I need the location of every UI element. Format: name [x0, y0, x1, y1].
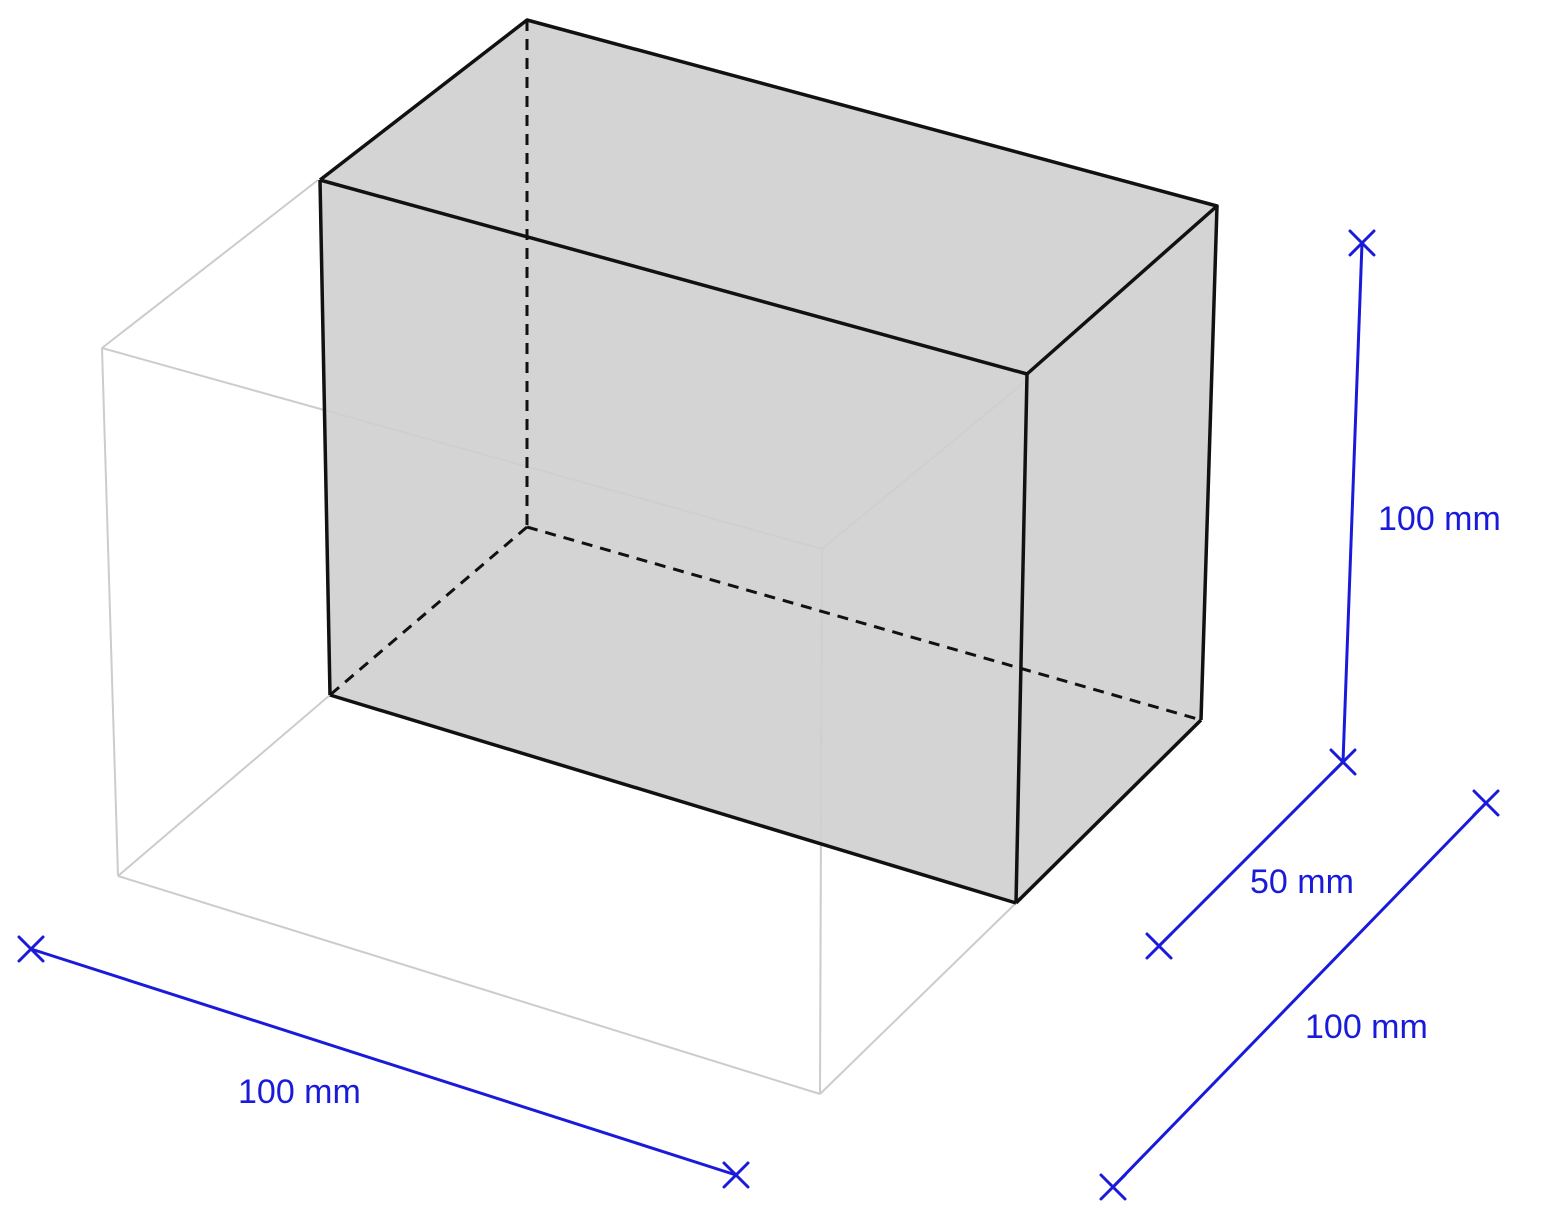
- box-edge-front-left: [318, 179, 332, 696]
- box-side-face: [1016, 206, 1217, 903]
- depth-outer-dimension-line: [1111, 801, 1488, 1189]
- hidden-edges: [329, 20, 1202, 722]
- box-edge-bottom-front: [329, 693, 1017, 905]
- inner-box-faces: [320, 20, 1217, 903]
- box-edge-back-right: [1199, 205, 1219, 721]
- visible-edges: [318, 18, 1219, 905]
- hidden-edge-width: [526, 525, 1202, 722]
- depth-outer-dimension-label: 100 mm: [1305, 1008, 1428, 1046]
- depth-outer-dimension-bottom-cross-icon: [1099, 1173, 1127, 1201]
- width-dimension-label: 100 mm: [238, 1073, 361, 1111]
- height-dimension-label: 100 mm: [1378, 500, 1501, 538]
- outer-box-edge: [117, 694, 331, 877]
- depth-outer-dimension-top-cross-icon: [1472, 789, 1500, 817]
- box-edge-bottom-side: [1014, 718, 1203, 905]
- box-top-face: [320, 20, 1217, 374]
- hidden-edge-depth: [329, 525, 528, 697]
- dimension-lines: [17, 229, 1500, 1201]
- outer-box-edge: [101, 179, 319, 349]
- outer-box-edge: [101, 347, 119, 877]
- width-dimension-left-cross-icon: [17, 935, 45, 963]
- outer-box-edge: [117, 875, 821, 1095]
- outer-box-edge: [819, 902, 1017, 1095]
- depth-inner-dimension-label: 50 mm: [1250, 863, 1354, 901]
- box-front-face: [320, 180, 1027, 903]
- height-dimension-line: [1341, 241, 1364, 764]
- width-dimension-right-cross-icon: [722, 1161, 750, 1189]
- depth-inner-dimension-line: [1157, 760, 1345, 948]
- depth-inner-dimension-end-cross-icon: [1145, 932, 1173, 960]
- width-dimension-line: [29, 947, 738, 1177]
- box-edge-front-right: [1014, 373, 1029, 904]
- height-dimension-top-cross-icon: [1348, 229, 1376, 257]
